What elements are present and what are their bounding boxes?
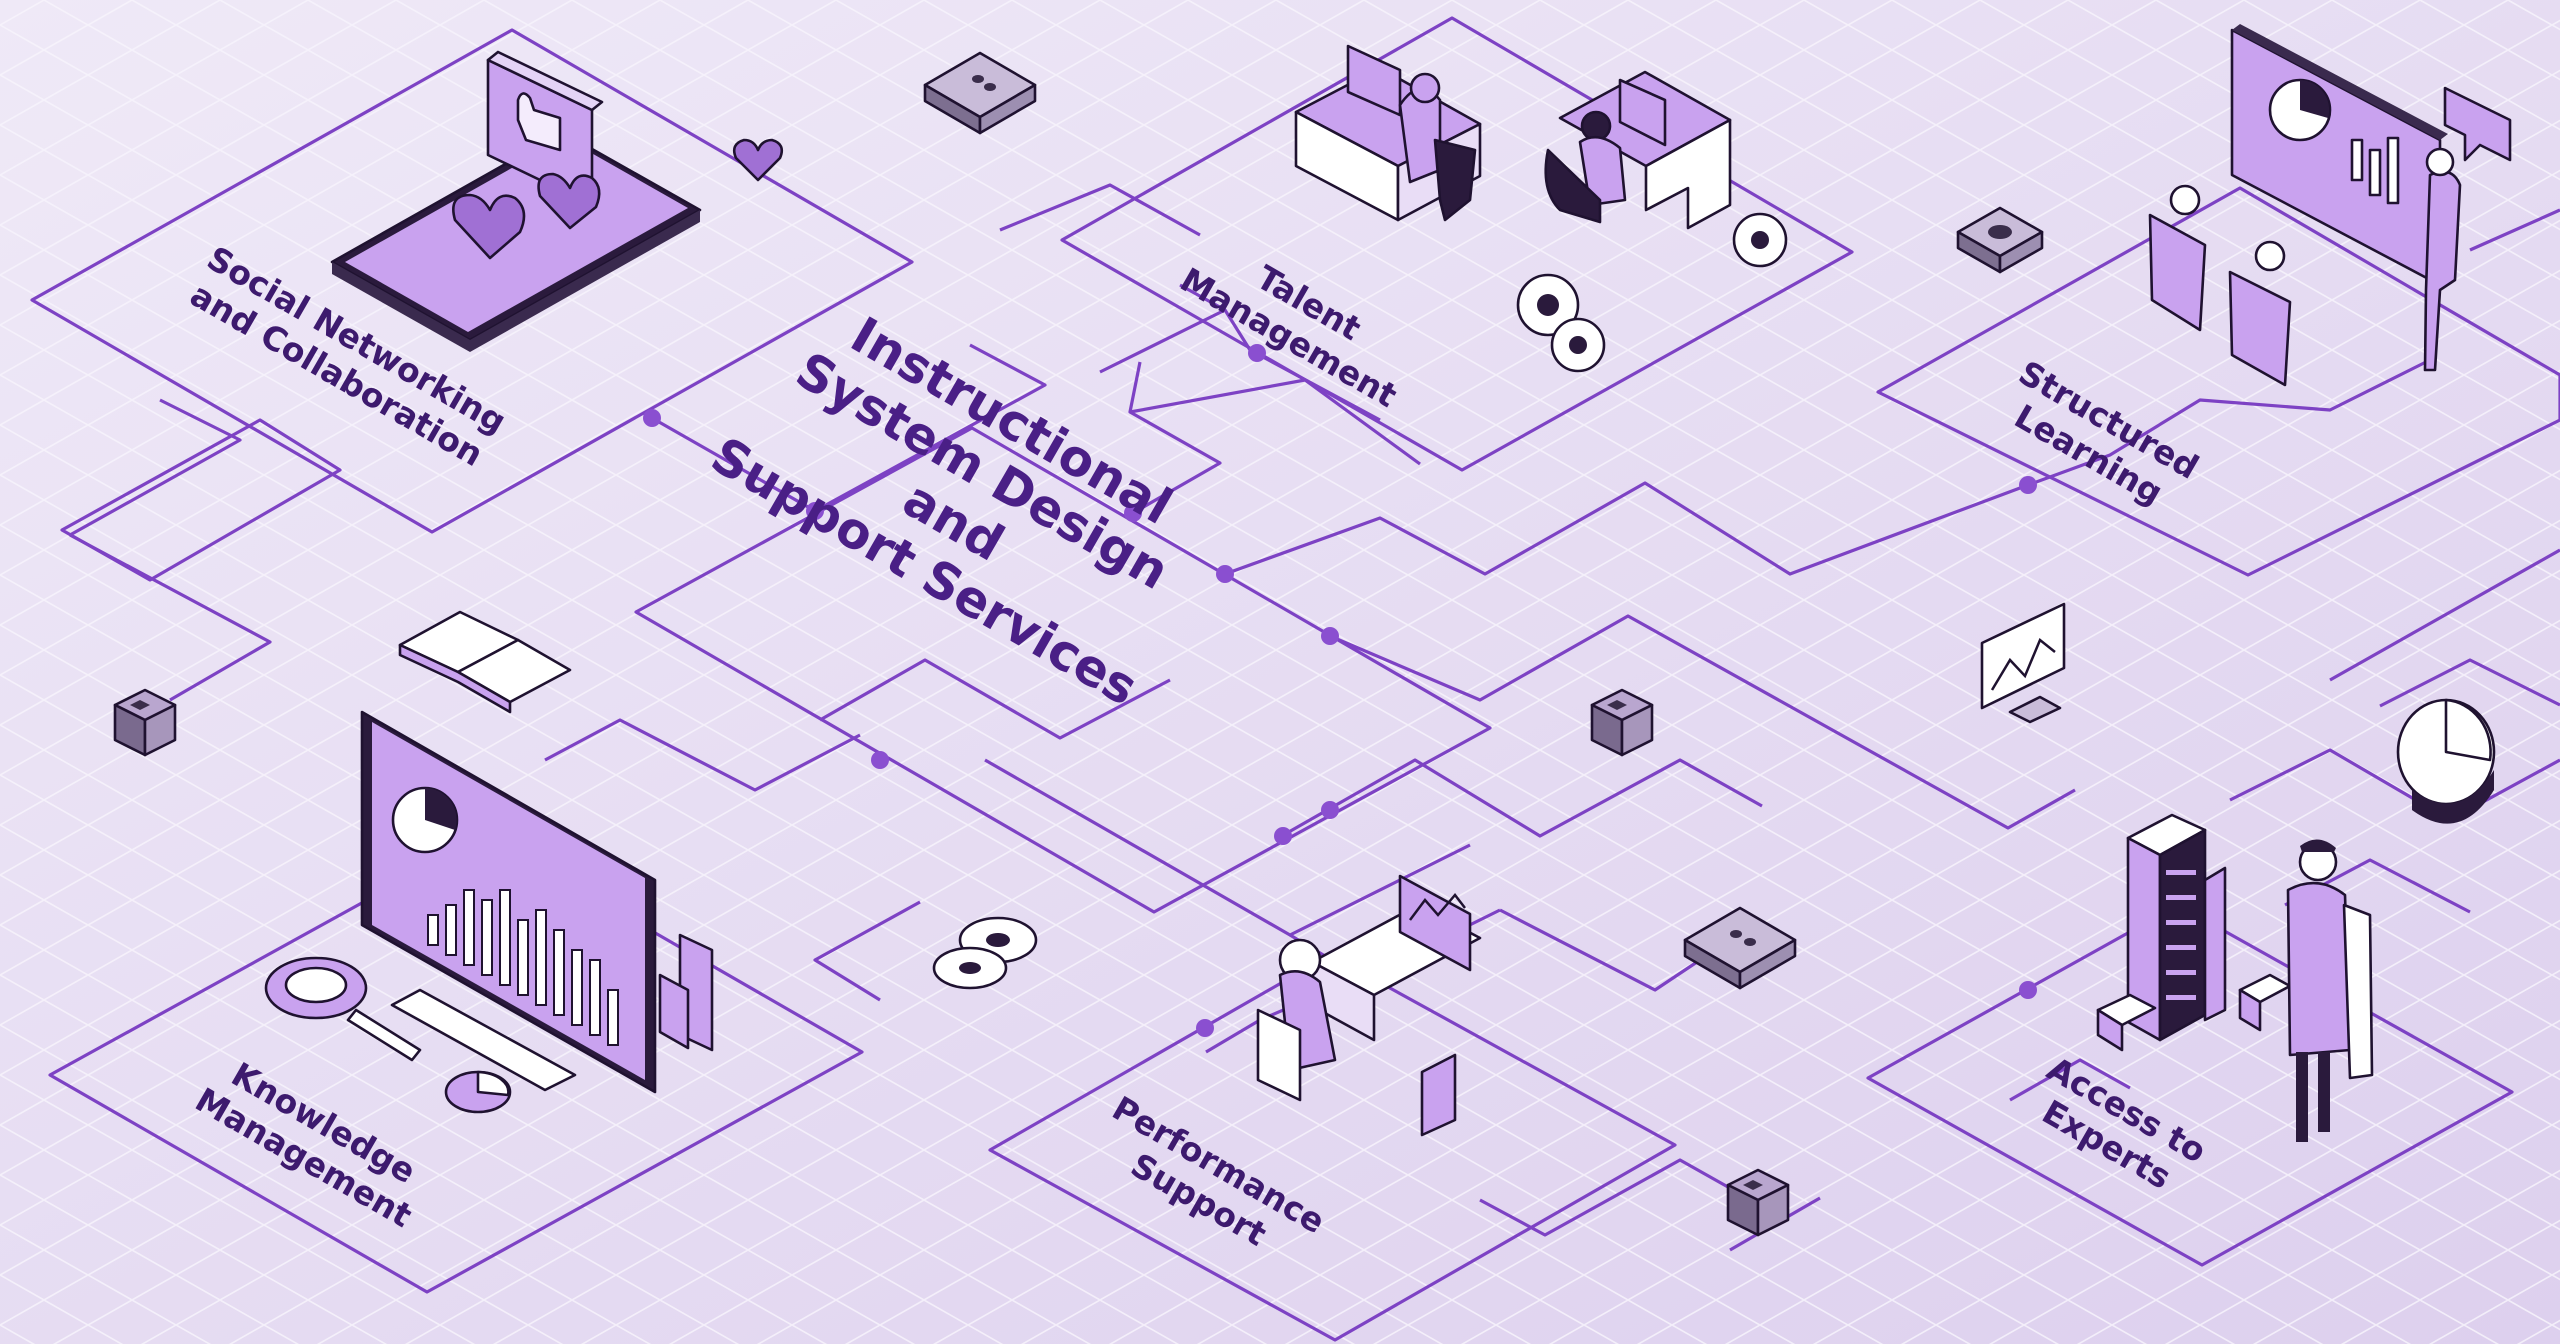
platform-social [30,28,914,534]
router-icon [923,51,1037,135]
platform-experts [1866,903,2514,1267]
pie-chart-icon [2396,698,2496,824]
platform-performance [988,953,1677,1342]
heart-icon [452,172,601,260]
pie-chart-icon [444,1070,512,1114]
cube-icon [1590,688,1654,757]
router-icon [1683,906,1797,990]
heart-icon [732,138,784,182]
server-rack-icon [2096,813,2292,1052]
platforms [30,16,2560,1342]
office-workers-icon [1294,44,1732,230]
line-chart-monitor-icon [1980,602,2066,724]
platform-talent [1060,16,1854,472]
cube-icon [113,688,177,757]
router-icon [1956,206,2044,274]
platform-small-left [60,418,342,582]
connector-dots [643,344,2037,1037]
thumbs-up-icon [486,50,604,207]
open-book-icon [398,610,572,714]
expert-person-icon [2286,839,2374,1142]
chat-bubble-icon [2443,86,2512,162]
gears-icon [1516,212,1788,373]
platform-knowledge [48,833,864,1294]
engineer-workstation-icon [1256,874,1482,1137]
presentation-icon [2148,24,2462,387]
gears-icon [932,916,1038,990]
platform-center [634,426,1492,914]
magnifier-icon [264,956,422,1062]
cube-icon [1726,1168,1790,1237]
platform-structured [1876,186,2560,577]
dashboard-monitor-icon [360,710,714,1094]
